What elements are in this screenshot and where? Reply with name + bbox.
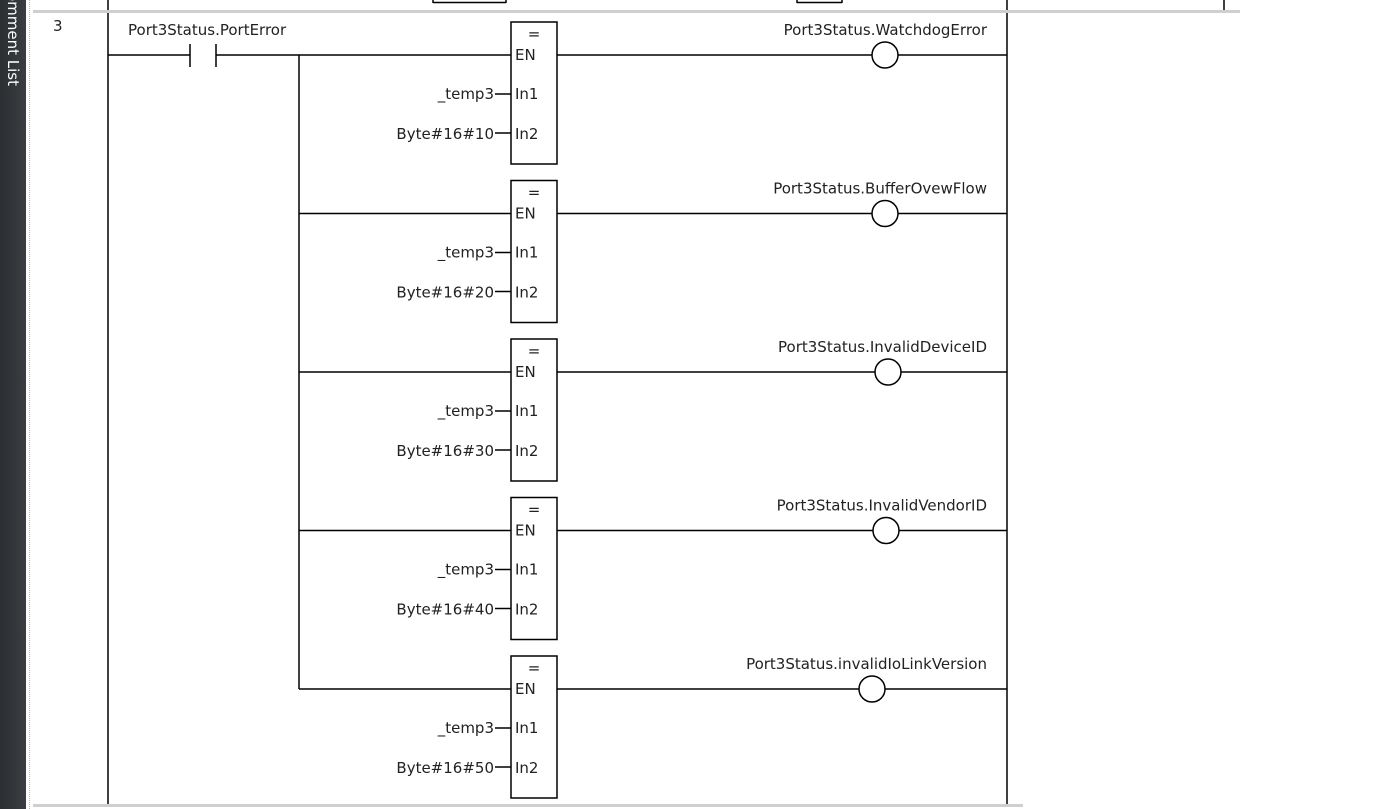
equal-compare-block[interactable] [510, 179, 558, 324]
in2-constant[interactable]: Byte#16#30 [396, 442, 494, 460]
output-coil[interactable] [871, 199, 899, 228]
output-coil[interactable] [871, 41, 899, 69]
comment-list-tab[interactable]: omment List [4, 0, 22, 87]
contact-label: Port3Status.PortError [128, 21, 287, 39]
rung-separator-bottom [33, 804, 1023, 807]
comment-list-panel[interactable]: omment List [0, 0, 26, 809]
previous-rung-tail [107, 0, 1225, 10]
compare-blocks: =ENIn1In2_temp3Byte#16#10Port3Status.Wat… [299, 21, 1007, 799]
in2-constant[interactable]: Byte#16#20 [396, 284, 494, 302]
in2-pin-label: In2 [515, 601, 538, 619]
in1-pin-label: In1 [515, 719, 538, 737]
en-pin-label: EN [515, 363, 536, 381]
in2-pin-label: In2 [515, 125, 538, 143]
en-pin-label: EN [515, 680, 536, 698]
equal-compare-block[interactable] [510, 338, 558, 482]
equal-compare-block[interactable] [510, 496, 558, 641]
in2-pin-label: In2 [515, 442, 538, 460]
coil-label: Port3Status.InvalidDeviceID [778, 338, 987, 356]
output-coil[interactable] [858, 675, 886, 703]
output-coil[interactable] [872, 516, 900, 545]
in1-variable[interactable]: _temp3 [437, 244, 494, 263]
in2-pin-label: In2 [515, 759, 538, 777]
in1-pin-label: In1 [515, 85, 538, 103]
rung-number: 3 [53, 17, 63, 35]
contact-port-error[interactable]: Port3Status.PortError [108, 21, 299, 67]
in1-variable[interactable]: _temp3 [437, 719, 494, 738]
in1-variable[interactable]: _temp3 [437, 561, 494, 580]
in1-variable[interactable]: _temp3 [437, 402, 494, 421]
en-pin-label: EN [515, 205, 536, 223]
rung-separator-top [33, 10, 1240, 13]
coil-label: Port3Status.invalidIoLinkVersion [746, 655, 987, 673]
coil-label: Port3Status.WatchdogError [784, 21, 988, 39]
block-operator: = [528, 184, 541, 202]
in1-pin-label: In1 [515, 561, 538, 579]
power-rails [107, 13, 1008, 804]
in1-variable[interactable]: _temp3 [437, 85, 494, 104]
output-coil[interactable] [874, 358, 902, 386]
in1-pin-label: In1 [515, 402, 538, 420]
equal-compare-block[interactable] [510, 21, 558, 165]
in2-pin-label: In2 [515, 284, 538, 302]
block-operator: = [528, 25, 541, 43]
in2-constant[interactable]: Byte#16#40 [396, 601, 494, 619]
block-operator: = [528, 659, 541, 677]
panel-divider [29, 0, 30, 809]
block-operator: = [528, 342, 541, 360]
en-pin-label: EN [515, 46, 536, 64]
coil-label: Port3Status.InvalidVendorID [777, 497, 987, 515]
in2-constant[interactable]: Byte#16#10 [396, 125, 494, 143]
block-operator: = [528, 501, 541, 519]
coil-label: Port3Status.BufferOvewFlow [773, 180, 987, 198]
in2-constant[interactable]: Byte#16#50 [396, 759, 494, 777]
en-pin-label: EN [515, 522, 536, 540]
in1-pin-label: In1 [515, 244, 538, 262]
equal-compare-block[interactable] [510, 655, 558, 799]
